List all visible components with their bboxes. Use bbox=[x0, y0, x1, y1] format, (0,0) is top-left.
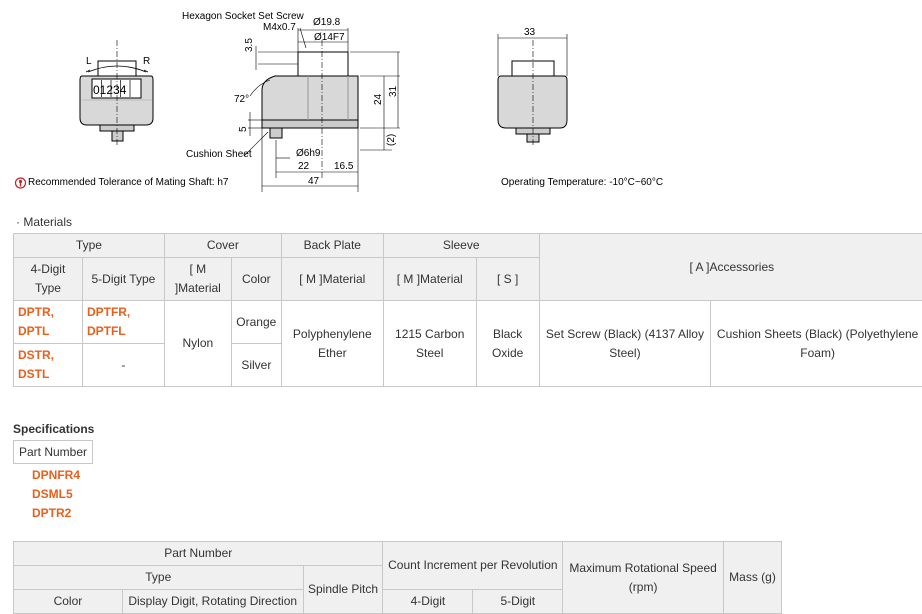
hdr-back-material: [ M ]Material bbox=[280, 257, 384, 301]
hdr-four-digit-type: 4-Digit Type bbox=[13, 257, 83, 301]
label-R: R bbox=[143, 56, 150, 67]
dim-5: 5 bbox=[238, 126, 249, 132]
hdr-sleeve-material: [ M ]Material bbox=[382, 257, 477, 301]
part-number-link-2[interactable]: DSML5 bbox=[32, 487, 73, 501]
dimension-drawing-svg: 01234 L R bbox=[14, 11, 568, 192]
dim-6: Ø6h9 bbox=[296, 148, 321, 159]
part-number-link-1[interactable]: DPNFR4 bbox=[32, 468, 81, 482]
hdr-accessories: [ A ]Accessories bbox=[538, 233, 922, 301]
spec-table: Part Number Count Increment per Revoluti… bbox=[12, 541, 782, 614]
dim-16-5: 16.5 bbox=[334, 161, 354, 172]
sleeve-s-cell: Black Oxide bbox=[475, 300, 540, 387]
dim-3-5: 3.5 bbox=[244, 38, 255, 52]
hdr-type: Type bbox=[13, 233, 165, 258]
side-view bbox=[243, 27, 400, 192]
hdr-part-number: Part Number bbox=[12, 541, 384, 566]
front-view bbox=[79, 40, 154, 146]
m4-label: M4x0.7 bbox=[263, 22, 296, 33]
part-number-label: Part Number bbox=[13, 440, 94, 464]
dim-31: 31 bbox=[388, 85, 399, 97]
cushion-sheet-label: Cushion Sheet bbox=[186, 149, 252, 160]
tolerance-note: Recommended Tolerance of Mating Shaft: h… bbox=[28, 177, 229, 188]
tolerance-icon bbox=[14, 177, 27, 189]
hdr-sleeve: Sleeve bbox=[382, 233, 540, 258]
five-digit-empty-cell: - bbox=[81, 343, 165, 387]
hdr-max-speed: Maximum Rotational Speed (rpm) bbox=[562, 541, 725, 614]
right-view bbox=[497, 34, 568, 146]
technical-drawing: 01234 L R bbox=[0, 0, 922, 200]
sleeve-material-cell: 1215 Carbon Steel bbox=[382, 300, 477, 387]
hdr-mass: Mass (g) bbox=[723, 541, 782, 614]
hex-screw-label: Hexagon Socket Set Screw bbox=[182, 11, 305, 22]
specifications-title: Specifications bbox=[13, 422, 95, 436]
side-view-labels: Hexagon Socket Set Screw M4x0.7 Ø19.8 Ø1… bbox=[182, 11, 354, 187]
materials-table: Type Cover Back Plate Sleeve [ A ]Access… bbox=[13, 233, 922, 387]
part-number-link-3[interactable]: DPTR2 bbox=[32, 506, 72, 520]
back-material-cell: Polyphenylene Ether bbox=[280, 300, 384, 387]
dim-72: 72° bbox=[234, 94, 249, 105]
hdr-sleeve-s: [ S ] bbox=[475, 257, 540, 301]
hdr-count-increment: Count Increment per Revolution bbox=[382, 541, 564, 590]
hdr-cover-material: [ M ]Material bbox=[163, 257, 232, 301]
dim-22: 22 bbox=[298, 161, 310, 172]
cover-material-cell: Nylon bbox=[163, 300, 232, 387]
part-number-list: DPNFR4 DSML5 DPTR2 bbox=[32, 466, 80, 523]
color-silver-cell: Silver bbox=[230, 343, 282, 387]
hdr-color: Color bbox=[230, 257, 282, 301]
part-link-dstr-dstl[interactable]: DSTR, DSTL bbox=[13, 343, 83, 387]
acc-cushion-cell: Cushion Sheets (Black) (Polyethylene Foa… bbox=[710, 300, 922, 387]
counter-digits: 01234 bbox=[93, 83, 127, 97]
dim-14: Ø14F7 bbox=[314, 32, 345, 43]
dim-33: 33 bbox=[524, 27, 536, 38]
hdr-type: Type bbox=[13, 565, 304, 590]
hdr-color: Color bbox=[13, 589, 123, 614]
hdr-display-digit: Display Digit, Rotating Direction bbox=[121, 589, 304, 614]
part-link-dptfr-dptfl[interactable]: DPTFR, DPTFL bbox=[81, 300, 165, 344]
dim-2: (2) bbox=[386, 134, 397, 146]
part-link-dptr-dptl[interactable]: DPTR, DPTL bbox=[13, 300, 83, 344]
hdr-five-digit-type: 5-Digit Type bbox=[81, 257, 165, 301]
color-orange-cell: Orange bbox=[230, 300, 282, 344]
hdr-spindle-pitch: Spindle Pitch bbox=[302, 565, 384, 614]
dim-24: 24 bbox=[373, 93, 384, 105]
label-L: L bbox=[86, 56, 92, 67]
hdr-back-plate: Back Plate bbox=[280, 233, 384, 258]
hdr-four-digit: 4-Digit bbox=[382, 589, 474, 614]
dim-19-8: Ø19.8 bbox=[313, 17, 341, 28]
materials-title: · Materials bbox=[16, 215, 73, 229]
rotated-dimensions: 3.5 5 24 31 (2) bbox=[238, 38, 399, 146]
dim-47: 47 bbox=[308, 176, 320, 187]
hdr-cover: Cover bbox=[163, 233, 282, 258]
counter-separators bbox=[101, 80, 131, 97]
operating-temp-note: Operating Temperature: -10°C~60°C bbox=[501, 177, 664, 188]
hdr-five-digit: 5-Digit bbox=[472, 589, 564, 614]
acc-set-screw-cell: Set Screw (Black) (4137 Alloy Steel) bbox=[538, 300, 712, 387]
